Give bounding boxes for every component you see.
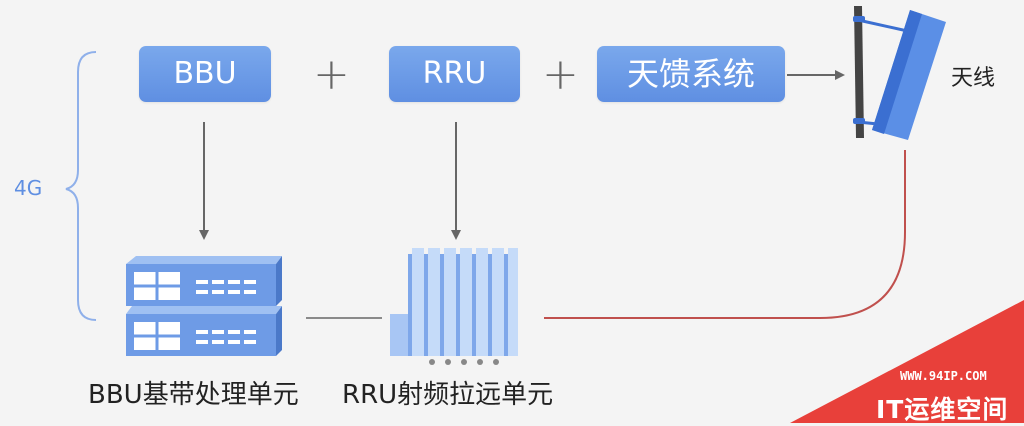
bracket-4g xyxy=(65,51,97,321)
rru-device-icon xyxy=(390,248,518,365)
bbu-device-icon xyxy=(126,256,282,356)
feeder-system-box: 天馈系统 xyxy=(597,46,785,102)
antenna-label: 天线 xyxy=(951,66,996,91)
bbu-unit-caption: BBU基带处理单元 xyxy=(88,380,299,410)
cable-rru-antenna xyxy=(544,150,906,319)
plus-sign-1: + xyxy=(313,49,350,100)
antenna-icon xyxy=(853,5,946,140)
bbu-box: BBU xyxy=(139,46,271,102)
watermark-background xyxy=(790,300,1024,423)
watermark-url: WWW.94IP.COM xyxy=(900,369,987,383)
plus-sign-2: + xyxy=(542,49,579,100)
rru-unit-caption: RRU射频拉远单元 xyxy=(342,380,554,410)
side-label-4g: 4G xyxy=(14,176,43,200)
watermark-text: IT运维空间 xyxy=(876,395,1009,424)
rru-box: RRU xyxy=(389,46,520,102)
